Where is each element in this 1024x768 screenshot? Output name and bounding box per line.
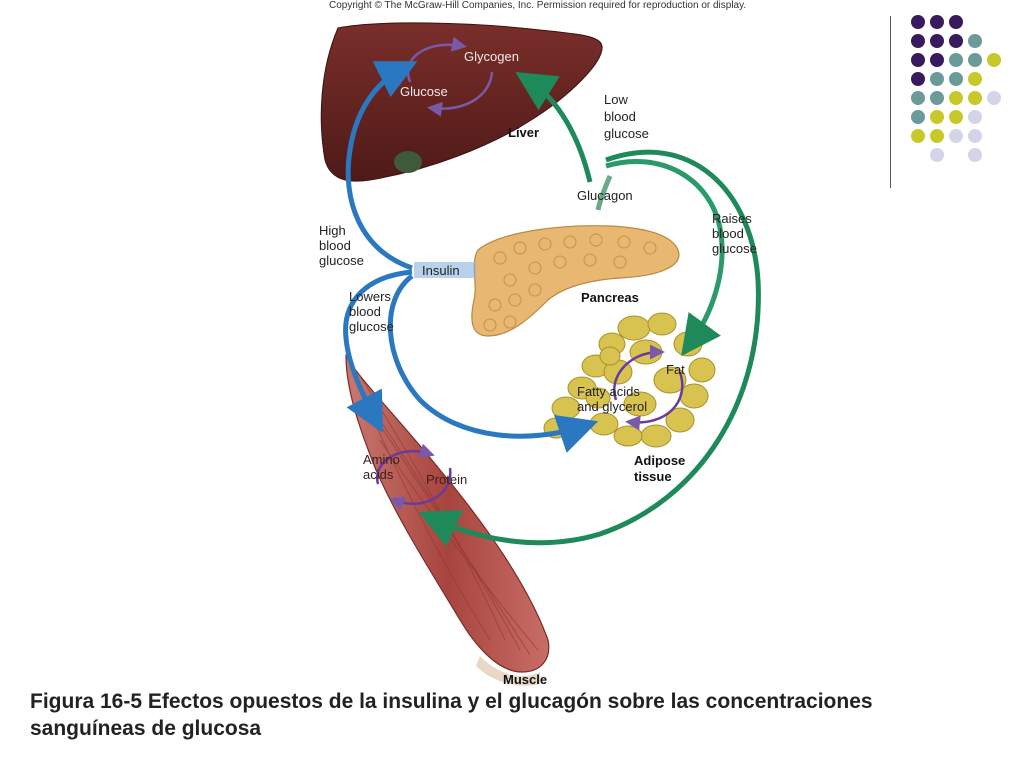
insulin-to-liver-arrow [345, 61, 418, 271]
glycogen-to-glucose-arrow [427, 71, 494, 117]
glycogen-label: Glycogen [464, 49, 519, 64]
dot-row-8 [930, 148, 982, 162]
tendon [476, 656, 540, 686]
muscle-label: Muscle [503, 672, 547, 687]
dot-row-6 [911, 110, 982, 124]
insulin-pathway: Insulin [343, 61, 599, 453]
adipose-label-line1: Adipose [634, 453, 685, 468]
adipose-tissue: Fat Fatty acids and glycerol Adipose tis… [543, 312, 716, 484]
dot-row-3 [911, 53, 1001, 67]
high-blood-glucose-line3: glucose [319, 253, 364, 268]
high-blood-glucose-note: High blood glucose [319, 223, 364, 268]
glucagon-to-adipose-arrow [605, 159, 725, 357]
muscle-organ: Amino acids Protein Muscle [345, 353, 550, 687]
protein-to-amino-acids-arrow [389, 467, 452, 511]
copyright-notice: Copyright © The McGraw-Hill Companies, I… [329, 0, 747, 11]
lowers-blood-glucose-note: Lowers blood glucose [349, 289, 394, 334]
amino-acids-label-line1: Amino [363, 452, 400, 467]
amino-acids-to-protein-arrow [375, 443, 435, 485]
amino-acids-label-line2: acids [363, 467, 394, 482]
insulin-label: Insulin [422, 263, 460, 278]
glucagon-to-muscle-arrow [418, 149, 761, 547]
figure-caption: Figura 16-5 Efectos opuestos de la insul… [30, 690, 873, 740]
gallbladder [394, 151, 422, 173]
lowers-blood-glucose-line1: Lowers [349, 289, 391, 304]
decorative-dot-grid [911, 15, 1001, 162]
pancreas-to-glucagon-connector [595, 175, 613, 211]
insulin-to-adipose-arrow [387, 274, 599, 453]
decorative-vertical-line [890, 16, 891, 188]
lowers-blood-glucose-line3: glucose [349, 319, 394, 334]
dot-row-7 [911, 129, 982, 143]
raises-blood-glucose-line1: Raises [712, 211, 752, 226]
adipose-label-line2: tissue [634, 469, 672, 484]
insulin-to-muscle-arrow [343, 269, 413, 434]
dot-row-1 [911, 15, 963, 29]
low-blood-glucose-line3: glucose [604, 126, 649, 141]
protein-label: Protein [426, 472, 467, 487]
glucose-regulation-diagram: Liver Glycogen Glucose Pancreas [319, 22, 761, 687]
dot-row-4 [911, 72, 982, 86]
low-blood-glucose-line1: Low [604, 92, 628, 107]
dot-row-5 [911, 91, 1001, 105]
low-blood-glucose-line2: blood [604, 109, 636, 124]
high-blood-glucose-line1: High [319, 223, 346, 238]
dot-row-2 [911, 34, 982, 48]
glucose-label: Glucose [400, 84, 448, 99]
pancreas-organ: Pancreas [471, 225, 680, 337]
raises-blood-glucose-line3: glucose [712, 241, 757, 256]
insulin-source-band [414, 262, 476, 278]
pancreas-label: Pancreas [581, 290, 639, 305]
lowers-blood-glucose-line2: blood [349, 304, 381, 319]
raises-blood-glucose-note: Raises blood glucose [712, 211, 757, 256]
glucagon-to-liver-arrow [515, 72, 593, 183]
fat-label: Fat [666, 362, 685, 377]
fatty-acids-to-fat-arrow [613, 344, 665, 401]
raises-blood-glucose-line2: blood [712, 226, 744, 241]
fat-to-fatty-acids-arrow [625, 371, 684, 431]
glucagon-label: Glucagon [577, 188, 633, 203]
glucagon-pathway: Glucagon [418, 72, 761, 547]
liver-label: Liver [508, 125, 539, 140]
fatty-acids-label-line1: Fatty acids [577, 384, 640, 399]
low-blood-glucose-note: Low blood glucose [604, 92, 649, 141]
fatty-acids-label-line2: and glycerol [577, 399, 647, 414]
high-blood-glucose-line2: blood [319, 238, 351, 253]
